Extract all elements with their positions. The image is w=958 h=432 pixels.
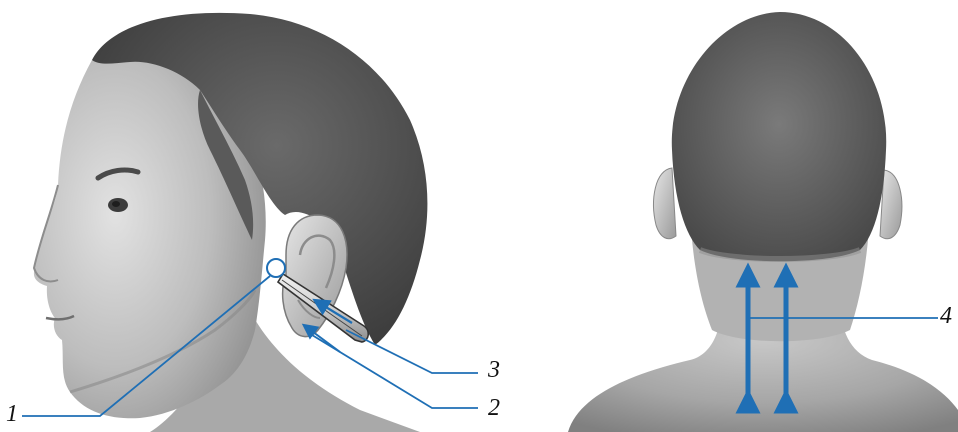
circle-icon (267, 259, 285, 277)
callout-1: 1 (6, 402, 18, 426)
back-ear-left (654, 168, 676, 239)
back-hair (672, 12, 886, 261)
callout-4: 4 (940, 304, 952, 328)
callout-3: 3 (488, 358, 500, 382)
back-head (568, 12, 958, 432)
callout-2: 2 (488, 396, 500, 420)
leader-2 (312, 335, 478, 408)
